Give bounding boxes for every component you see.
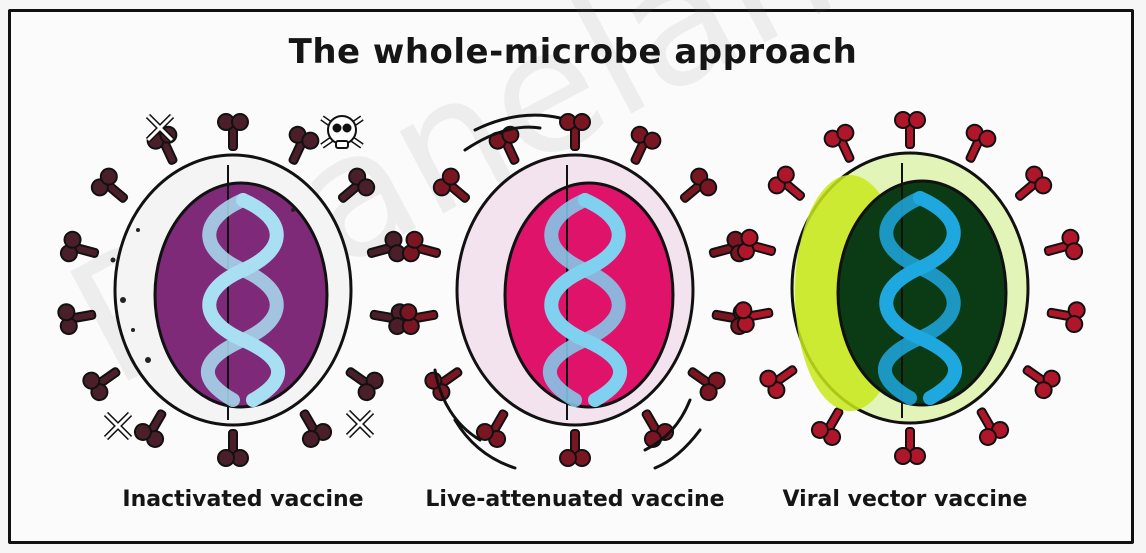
live-attenuated-virus [399, 114, 751, 468]
skull-crossbones-icon [322, 116, 362, 148]
viral-core [505, 183, 673, 407]
crossbones-icon [348, 412, 372, 436]
caption-inactivated-vaccine: Inactivated vaccine [93, 487, 393, 512]
viral-vector-virus [734, 112, 1086, 464]
caption-live-attenuated-vaccine: Live-attenuated vaccine [425, 487, 725, 512]
viral-core [155, 183, 327, 407]
crossbones-icon [106, 414, 130, 438]
viral-core [838, 181, 1006, 405]
caption-viral-vector-vaccine: Viral vector vaccine [755, 487, 1055, 512]
inactivated-virus [57, 114, 409, 466]
